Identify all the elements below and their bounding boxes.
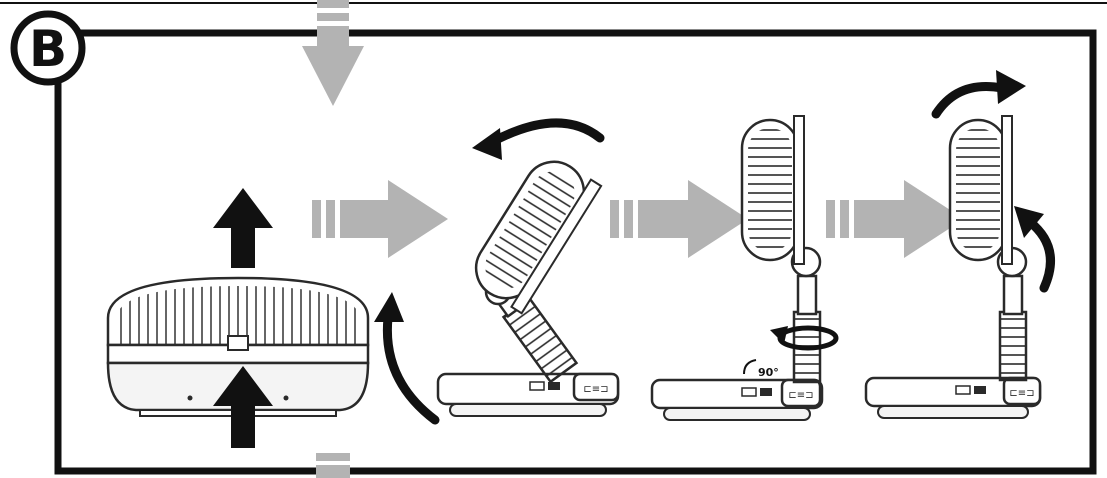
rotation-indicator: 90° [743,359,779,379]
curved-arrow-icon [1014,206,1055,293]
exit-arrow-icon [316,453,350,478]
arrow-up-icon [213,188,273,268]
curved-arrow-icon [472,118,605,160]
arrow-right-icon [610,180,748,258]
switch-icon: ⊏≡⊐ [788,390,813,401]
switch-icon: ⊏≡⊐ [1009,388,1034,399]
rotate-icon [770,325,839,351]
fan-tilting: ⊏≡⊐ [436,160,620,417]
curved-arrow-icon [931,70,1026,119]
fan-folded [106,276,370,417]
entry-arrow-icon [302,0,364,106]
arrow-right-icon [312,180,448,258]
panel-frame [54,29,1097,475]
step-badge: B [10,10,86,86]
fan-upright-final: ⊏≡⊐ [864,115,1042,419]
curved-arrow-icon [374,292,440,425]
fan-upright-rotating: ⊏≡⊐ [650,115,824,421]
arrow-up-icon [213,366,273,448]
arrow-right-icon [826,180,964,258]
switch-icon: ⊏≡⊐ [583,384,608,395]
rotation-label: 90° [758,366,779,379]
badge-letter: B [29,20,67,78]
